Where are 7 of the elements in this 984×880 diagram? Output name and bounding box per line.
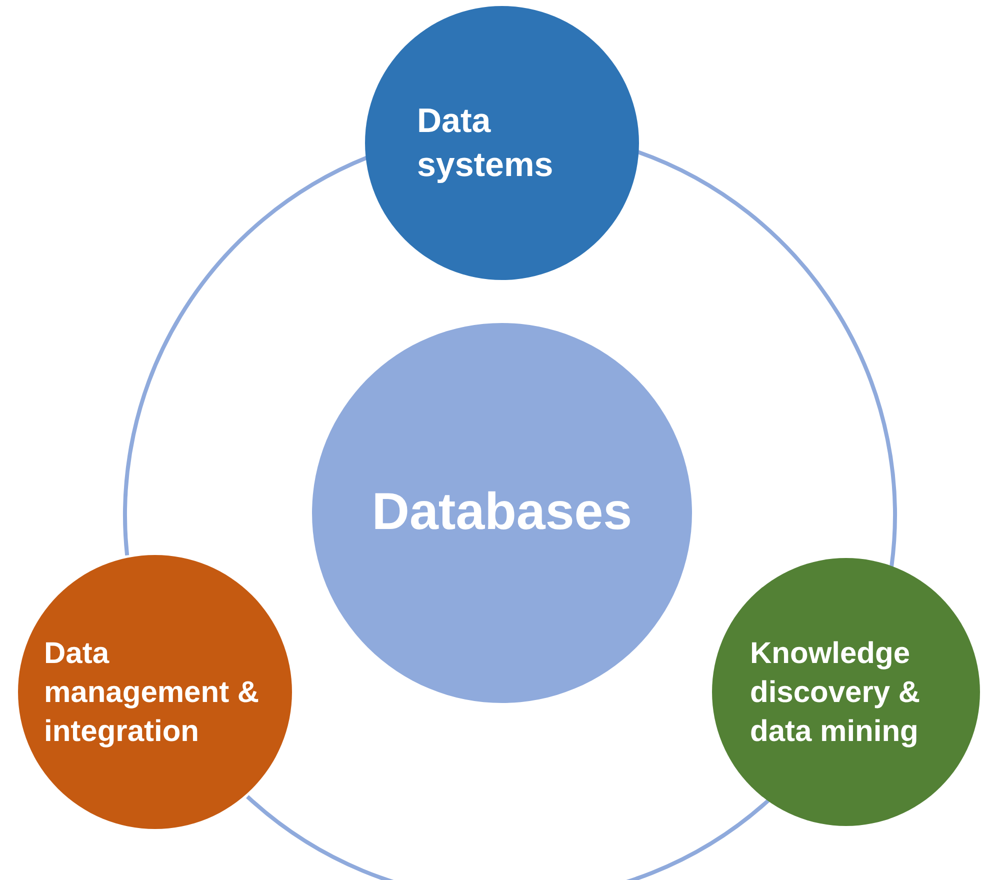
ring-arc-connector — [123, 156, 368, 556]
ring-arc-connector — [246, 795, 770, 880]
topic-label: Databases — [372, 482, 632, 544]
ring-arc-connector — [636, 150, 897, 567]
topic-label: Data management & integration — [44, 636, 260, 750]
topic-label: Knowledge discovery & data mining — [750, 636, 922, 750]
topic-label: Data systems — [417, 100, 554, 186]
